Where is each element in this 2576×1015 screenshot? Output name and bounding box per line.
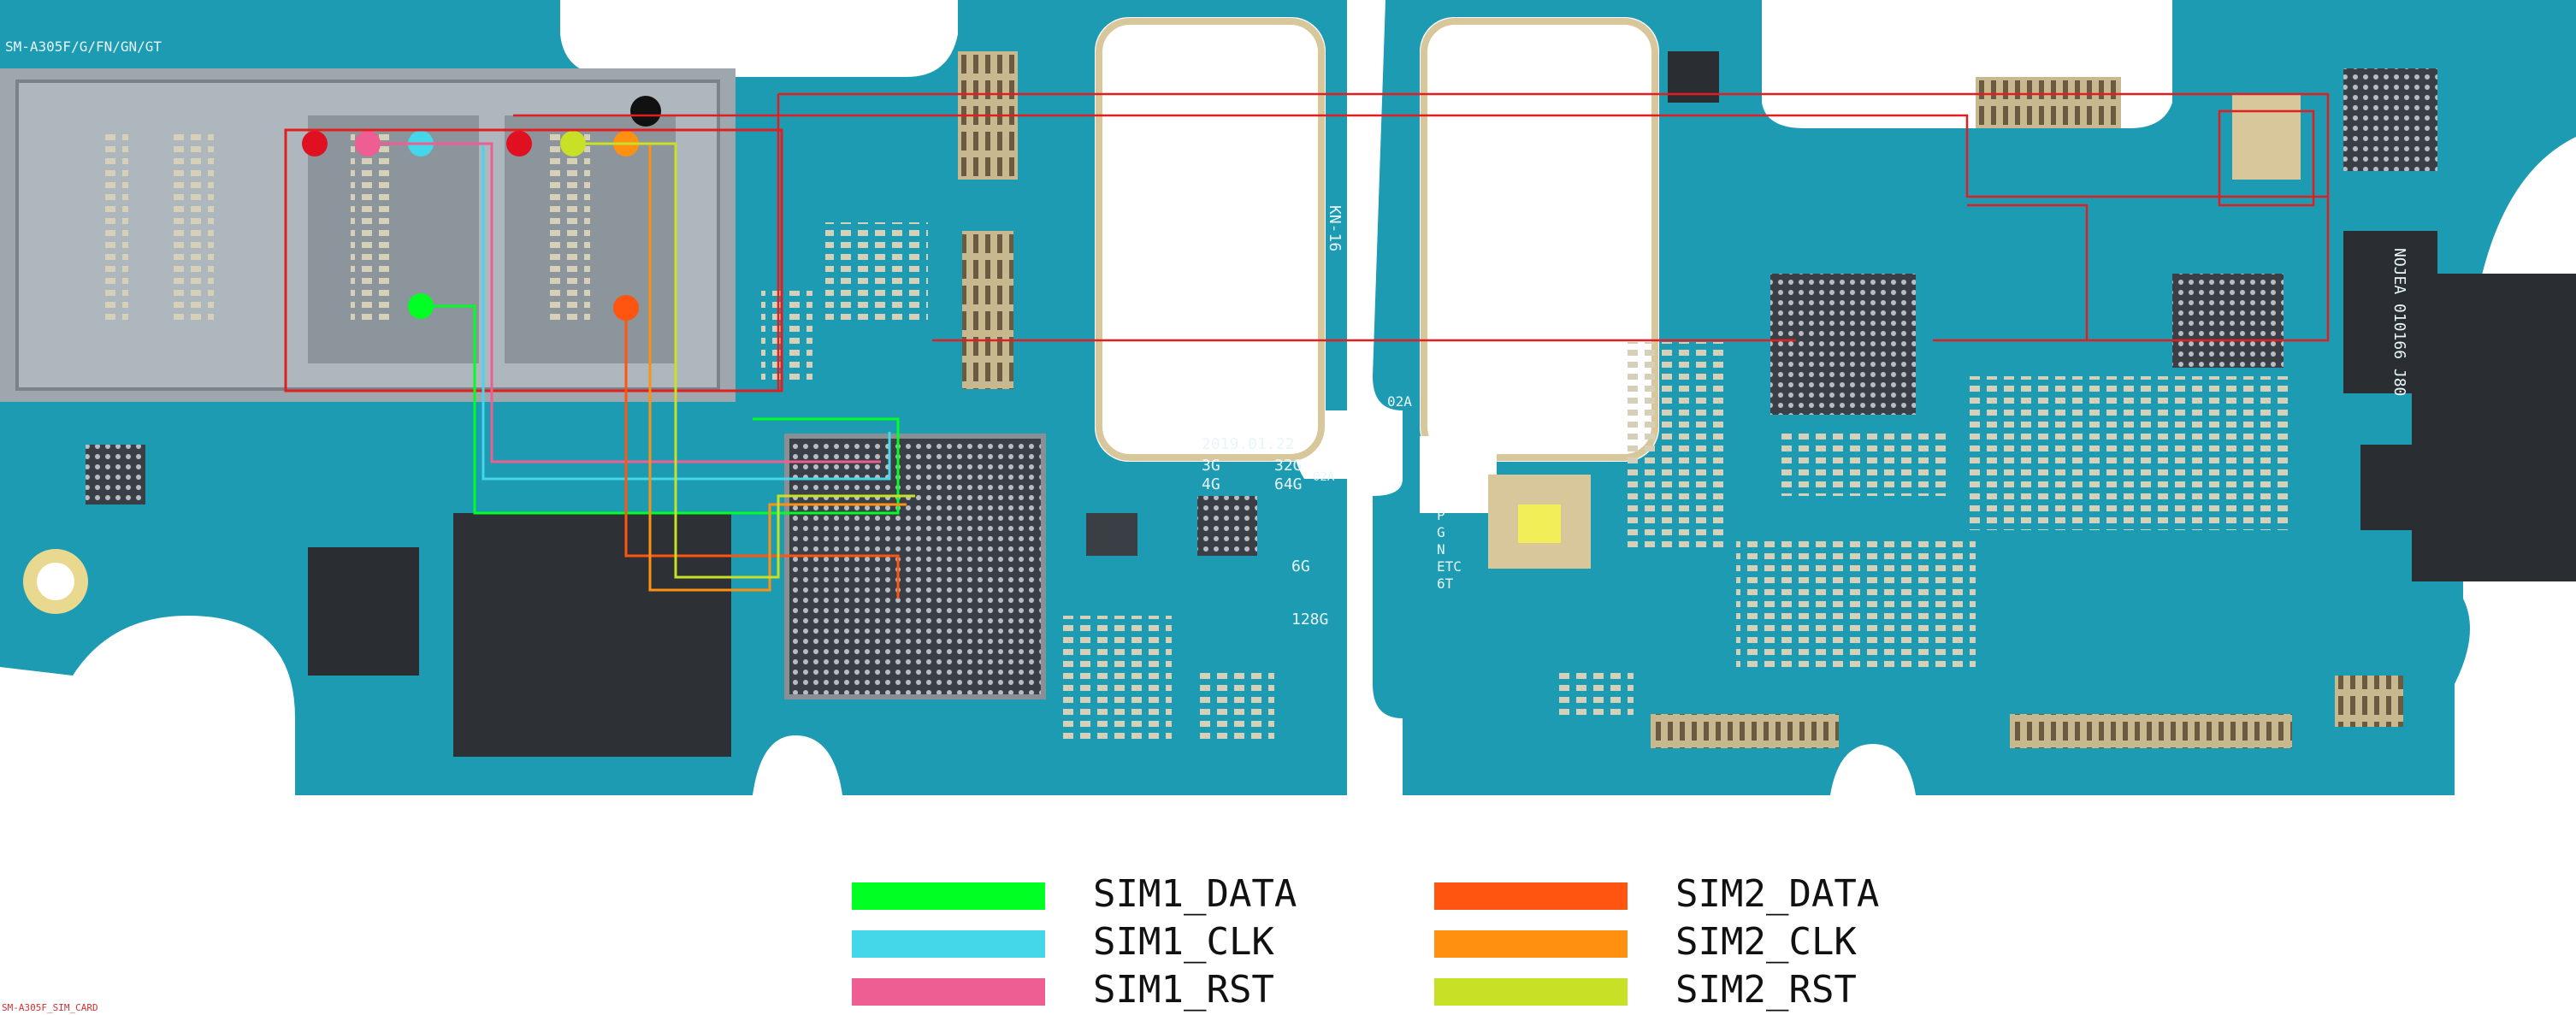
emmc-chip	[453, 513, 731, 757]
misc-etc: ETC	[1437, 558, 1462, 575]
model-label: SM-A305F/G/FN/GN/GT	[5, 38, 162, 55]
fine-print: SM-A305F_SIM_CARD	[2, 1002, 98, 1013]
variant-128g: 128G	[1291, 611, 1328, 628]
highlight-lines	[513, 92, 2330, 392]
variant-6g: 6G	[1291, 558, 1310, 575]
date-label: 2019.01.22	[1202, 435, 1294, 453]
main-soc-bga	[787, 436, 1043, 697]
left-cutout-top	[560, 0, 958, 77]
legend-swatch	[852, 930, 1045, 958]
chip-label: NOJEA 010166 J80	[2390, 248, 2408, 396]
sim1-rst-pin	[302, 131, 328, 156]
misc-g: G	[1437, 524, 1445, 540]
misc-6t: 6T	[1437, 575, 1454, 592]
pmic-bga	[1770, 274, 1916, 415]
mem-3g: 3G	[1202, 457, 1220, 475]
legend-swatch	[852, 882, 1045, 910]
sim-traces	[368, 142, 915, 599]
misc-n: N	[1437, 541, 1445, 558]
right-board	[1373, 0, 2576, 795]
legend-label: SIM2_CLK	[1675, 920, 1857, 964]
right-window	[1420, 17, 1659, 462]
misc-p: P	[1437, 507, 1445, 523]
legend: SIM1_DATA SIM1_CLK SIM1_RST SIM2_DATA SI…	[0, 864, 2576, 1015]
mem-64g: 64G	[1274, 475, 1303, 493]
left-board	[0, 0, 1347, 795]
mem-4g: 4G	[1202, 475, 1220, 493]
legend-swatch	[852, 978, 1045, 1006]
legend-swatch	[1434, 930, 1628, 958]
legend-swatch	[1434, 882, 1628, 910]
legend-label: SIM1_DATA	[1093, 872, 1297, 916]
legend-label: SIM2_DATA	[1675, 872, 1880, 916]
mem-02a: 02A	[1313, 470, 1335, 484]
mem-32g: 32G	[1274, 457, 1303, 475]
legend-label: SIM2_RST	[1675, 968, 1857, 1012]
left-window	[1095, 17, 1326, 462]
misc-02a: 02A	[1387, 393, 1412, 410]
legend-label: SIM1_CLK	[1093, 920, 1274, 964]
board-id-label: KN-16	[1326, 205, 1344, 251]
legend-label: SIM1_RST	[1093, 968, 1274, 1012]
legend-swatch	[1434, 978, 1628, 1006]
